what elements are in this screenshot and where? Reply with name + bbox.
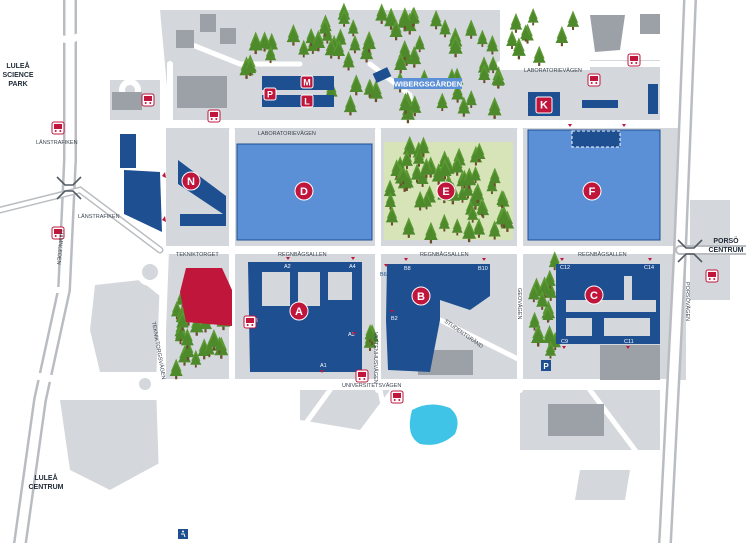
street-porsovagen: PORSÖVÄGEN (684, 282, 691, 321)
bus-stop-icon (207, 109, 221, 123)
building-label-k: K (540, 100, 548, 112)
street-laboratorievagen-1: LABORATORIEVÄGEN (258, 130, 316, 137)
building-marker-f[interactable]: F (582, 181, 602, 201)
bus-stop-icon (587, 73, 601, 87)
entrance-c12: C12 (560, 265, 570, 271)
street-hamnleden: HAMNLEDEN (55, 230, 64, 265)
street-regnbagsallen-1: REGNBÅGSALLEN (278, 251, 327, 258)
bus-stop-icon (627, 53, 641, 67)
building-marker-m[interactable]: M (300, 75, 314, 89)
entrance-b2: B2 (391, 316, 398, 322)
street-vattenhusvagen: VATTENHUSVÄGEN (372, 332, 379, 384)
building-label-c: C (590, 290, 598, 302)
lanstrafiken-label-2: LÄNSTRAFIKEN (78, 213, 120, 220)
bus-stop-icon (705, 269, 719, 283)
wibergsgarden-badge (394, 78, 462, 89)
parking-label: P (543, 362, 549, 371)
street-laboratorievagen-2: LABORATORIEVÄGEN (524, 67, 582, 74)
building-label-e: E (442, 186, 449, 198)
building-label-p: P (267, 90, 273, 100)
building-label-m: M (303, 78, 311, 88)
courtyards (566, 276, 656, 336)
entrance-c14: C14 (644, 265, 654, 271)
building-marker-e[interactable]: E (436, 181, 456, 201)
building-marker-c[interactable]: C (584, 285, 604, 305)
lanstrafiken-label-1: LÄNSTRAFIKEN (36, 139, 78, 146)
building-label-a: A (295, 306, 303, 318)
building-marker-k[interactable]: K (535, 96, 553, 114)
parking-badge (541, 360, 551, 371)
centrum-label-1: LULEÅ (34, 473, 57, 482)
building-marker-a[interactable]: A (289, 301, 309, 321)
building-marker-l[interactable]: L (300, 94, 314, 108)
science-park-label-3: PARK (8, 81, 27, 88)
other-buildings (112, 14, 660, 436)
building-label-b: B (417, 291, 425, 303)
entrance-b10: B10 (478, 266, 488, 272)
building-label-d: D (300, 186, 308, 198)
building-markers[interactable]: A B C D E F K LM N P (181, 75, 604, 321)
entrance-b6: B6 (380, 272, 387, 278)
entrance-c9: C9 (561, 339, 568, 345)
street-geologvagen: GEOVÄGEN (516, 288, 523, 320)
street-regnbagsallen-3: REGNBÅGSALLEN (578, 251, 627, 258)
bus-stop-icon (243, 315, 257, 329)
pond (409, 404, 458, 445)
street-regnbagsallen-2: REGNBÅGSALLEN (420, 251, 469, 258)
bus-stop-icon (390, 390, 404, 404)
building-marker-p[interactable]: P (263, 87, 277, 101)
porso-label-1: PORSÖ (713, 236, 739, 245)
bus-stop-icon (355, 369, 369, 383)
entrance-labels: A1 A2 A3 A4 A8 B2 B6 B8 B10 C9 C11 C12 C… (251, 264, 654, 369)
centrum-label-2: CENTRUM (29, 484, 64, 491)
halls (236, 129, 661, 241)
science-park-label-2: SCIENCE (2, 72, 33, 79)
red-building (180, 268, 232, 326)
building-label-f: F (589, 186, 596, 198)
bus-stop-icon (51, 121, 65, 135)
place-labels: LULEÅ SCIENCE PARK LULEÅ CENTRUM PORSÖ C… (2, 61, 743, 491)
building-marker-n[interactable]: N (181, 171, 201, 191)
wibergsgarden-label: WIBERGSGÅRDEN (394, 80, 462, 89)
building-label-l: L (304, 97, 310, 107)
entrance-a3: A3 (348, 332, 355, 338)
minor-place-labels: LÄNSTRAFIKEN LÄNSTRAFIKEN TEKNIKTORGET (36, 139, 219, 258)
street-universitetsvagen: UNIVERSITETSVÄGEN (342, 382, 401, 389)
entrance-b8: B8 (404, 266, 411, 272)
entrance-a1: A1 (320, 363, 327, 369)
bus-stop-icon (141, 93, 155, 107)
science-park-label-1: LULEÅ (6, 61, 29, 70)
building-label-n: N (187, 176, 195, 188)
building-marker-b[interactable]: B (411, 286, 431, 306)
accessibility-icon (178, 529, 188, 539)
porso-label-2: CENTRUM (709, 247, 744, 254)
entrance-c11: C11 (624, 339, 634, 345)
entrance-a2: A2 (284, 264, 291, 270)
teknikorget-label: TEKNIKTORGET (176, 252, 219, 258)
entrance-a4: A4 (349, 264, 356, 270)
building-marker-d[interactable]: D (294, 181, 314, 201)
interchange-icon (56, 176, 703, 263)
